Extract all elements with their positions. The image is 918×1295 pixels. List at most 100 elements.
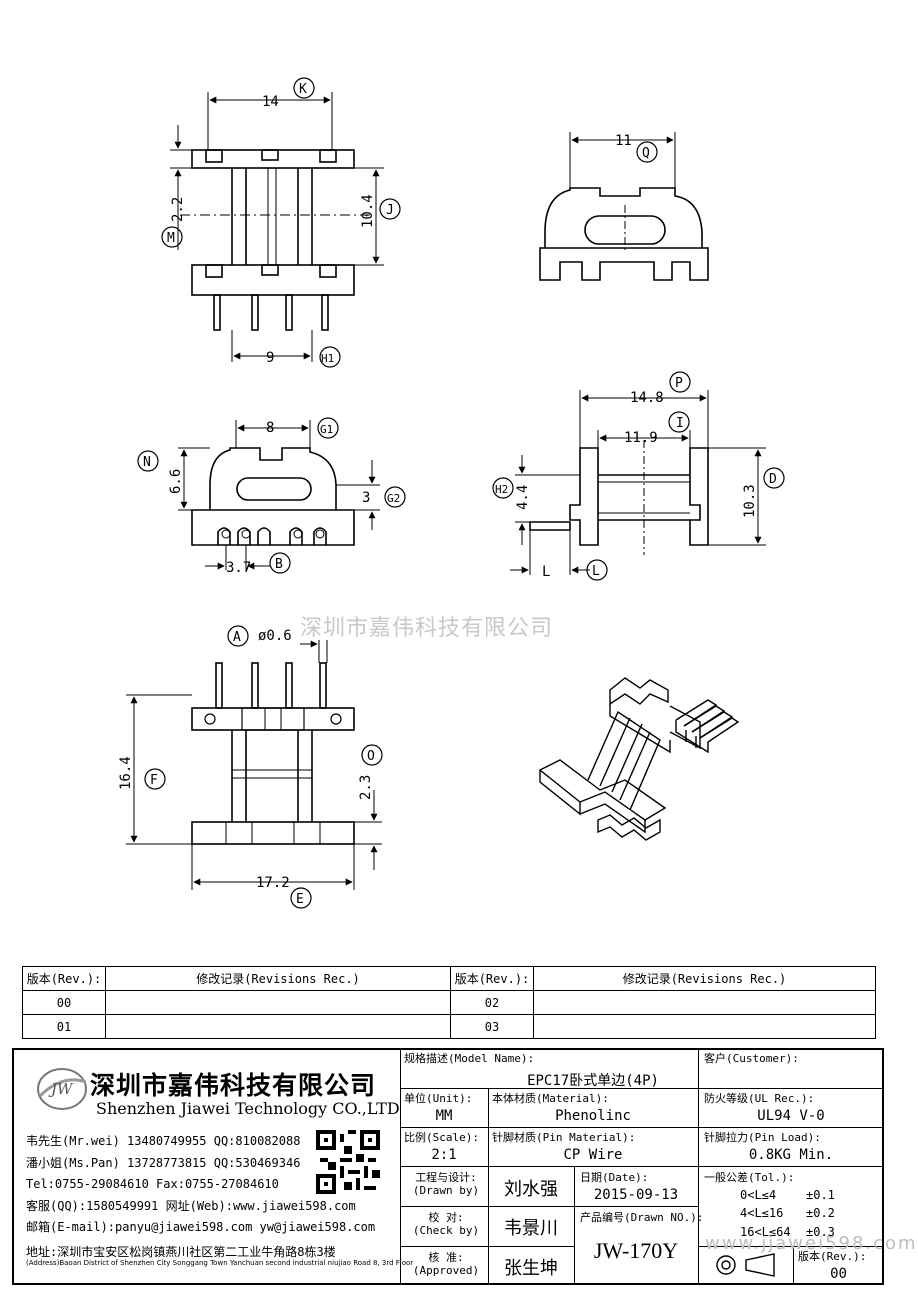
dim-i: 11.9 — [624, 430, 658, 446]
dim-a: ø0.6 — [258, 628, 292, 644]
label-l: L — [592, 564, 600, 579]
technical-drawing: 14 K 11 Q 10.4 J 2.2 M 9 H1 14.8 P 11.9 … — [118, 77, 785, 909]
front-view — [170, 92, 384, 362]
label-i: I — [676, 416, 684, 431]
drawn-no-label: 产品编号(Drawn NO.): — [580, 1211, 704, 1224]
customer-label: 客户(Customer): — [704, 1052, 799, 1065]
rev-header-left: 版本(Rev.): — [22, 966, 106, 991]
scale-label: 比例(Scale): — [404, 1131, 479, 1144]
drawn-label: 工程与设计: (Drawn by) — [408, 1171, 484, 1197]
qr-code-icon — [316, 1130, 380, 1194]
check-label: 校 对: (Check by) — [408, 1211, 484, 1237]
dim-b: 3.7 — [226, 560, 251, 576]
contact-line: 邮箱(E-mail):panyu@jiawei598.com yw@jiawei… — [26, 1220, 376, 1234]
dim-m: 2.2 — [170, 197, 186, 222]
dim-d: 10.3 — [742, 484, 758, 518]
label-o: O — [367, 749, 375, 764]
label-h2: H2 — [495, 483, 508, 496]
rec-cell — [533, 1014, 876, 1039]
label-a: A — [233, 630, 241, 645]
dim-g2: 3 — [362, 490, 370, 506]
dim-l: L — [542, 564, 550, 580]
drawn-label-en: (Drawn by) — [412, 1184, 480, 1197]
table-row: 00 02 — [22, 990, 876, 1015]
contact-line: 客服(QQ):1580549991 网址(Web):www.jiawei598.… — [26, 1199, 356, 1213]
tol-range: 16<L≤64 — [740, 1225, 791, 1239]
contact-line: Tel:0755-29084610 Fax:0755-27084610 — [26, 1177, 279, 1191]
unit-label: 单位(Unit): — [404, 1092, 473, 1105]
drawn-no-value: JW-170Y — [593, 1238, 679, 1263]
logo-text: JW — [48, 1080, 74, 1098]
check-label-cn: 校 对: — [428, 1211, 464, 1224]
drawn-by-signature: 刘水强 — [504, 1179, 558, 1200]
tol-value: ±0.2 — [806, 1206, 835, 1220]
dim-n: 6.6 — [168, 469, 184, 494]
ul-label: 防火等级(UL Rec.): — [704, 1092, 815, 1105]
approved-label-cn: 核 准: — [428, 1251, 464, 1264]
label-d: D — [769, 472, 777, 487]
rev-cell: 00 — [22, 990, 106, 1015]
model-value: EPC17卧式单边(4P) — [527, 1073, 659, 1089]
watermark-url: www.jjawei598.com — [705, 1233, 918, 1254]
address-cn: 地址:深圳市宝安区松岗镇燕川社区第二工业牛角路8栋3楼 — [26, 1245, 336, 1259]
company-logo-icon: JW — [37, 1068, 87, 1110]
rev-value: 00 — [830, 1266, 847, 1282]
model-label: 规格描述(Model Name): — [404, 1052, 535, 1065]
approved-label-en: (Approved) — [412, 1264, 480, 1277]
contact-line: 韦先生(Mr.wei) 13480749955 QQ:810082088 — [26, 1134, 301, 1148]
material-label: 本体材质(Material): — [492, 1092, 609, 1105]
contact-line: 潘小姐(Ms.Pan) 13728773815 QQ:530469346 — [26, 1156, 301, 1170]
label-j: J — [386, 203, 394, 218]
dim-g1: 8 — [266, 420, 274, 436]
rev-header-right: 版本(Rev.): — [450, 966, 534, 991]
bottom-view — [126, 640, 382, 890]
label-b: B — [275, 557, 283, 572]
material-value: Phenolinc — [555, 1108, 631, 1124]
rec-header-left: 修改记录(Revisions Rec.) — [105, 966, 451, 991]
dim-f: 16.4 — [118, 756, 134, 790]
profile-view — [510, 390, 766, 575]
dim-k: 14 — [262, 94, 279, 110]
pin-load-value: 0.8KG Min. — [748, 1147, 834, 1163]
dim-j: 10.4 — [360, 194, 376, 228]
check-by-signature: 韦景川 — [504, 1218, 558, 1239]
label-n: N — [143, 455, 151, 470]
dim-h2: 4.4 — [515, 485, 531, 510]
dim-h1: 9 — [266, 350, 274, 366]
pin-material-label: 针脚材质(Pin Material): — [492, 1131, 636, 1144]
label-k: K — [299, 82, 307, 97]
projection-symbol-icon — [716, 1253, 775, 1277]
approved-by-signature: 张生坤 — [504, 1258, 558, 1279]
tol-range: 0<L≤4 — [740, 1188, 777, 1202]
end-view — [539, 132, 709, 281]
ul-value: UL94 V-0 — [757, 1108, 825, 1124]
unit-value: MM — [435, 1108, 453, 1124]
scale-value: 2:1 — [431, 1147, 457, 1163]
label-e: E — [296, 892, 304, 907]
tolerance-label: 一般公差(Tol.): — [704, 1171, 795, 1184]
dim-e: 17.2 — [256, 875, 290, 891]
drawn-label-cn: 工程与设计: — [415, 1171, 477, 1184]
pin-material-value: CP Wire — [563, 1147, 623, 1163]
label-m: M — [167, 231, 175, 246]
label-g1: G1 — [320, 423, 333, 436]
label-g2: G2 — [387, 492, 400, 505]
date-value: 2015-09-13 — [593, 1187, 679, 1203]
rec-cell — [105, 990, 451, 1015]
rev-label: 版本(Rev.): — [798, 1250, 867, 1263]
address-en: (Address)Baoan District of Shenzhen City… — [26, 1259, 414, 1267]
label-h1: H1 — [321, 352, 334, 365]
isometric-view — [538, 677, 740, 841]
watermark: 深圳市嘉伟科技有限公司 — [300, 616, 554, 641]
pin-load-label: 针脚拉力(Pin Load): — [704, 1131, 821, 1144]
approved-label: 核 准: (Approved) — [408, 1251, 484, 1277]
rev-cell: 01 — [22, 1014, 106, 1039]
dim-p: 14.8 — [630, 390, 664, 406]
rec-cell — [105, 1014, 451, 1039]
table-row: 01 03 — [22, 1014, 876, 1039]
company-name-en: Shenzhen Jiawei Technology CO.,LTD — [96, 1099, 400, 1118]
side-view — [178, 420, 380, 570]
revision-table: 版本(Rev.): 修改记录(Revisions Rec.) 版本(Rev.):… — [22, 966, 876, 1039]
rev-cell: 02 — [450, 990, 534, 1015]
dim-o: 2.3 — [358, 775, 374, 800]
